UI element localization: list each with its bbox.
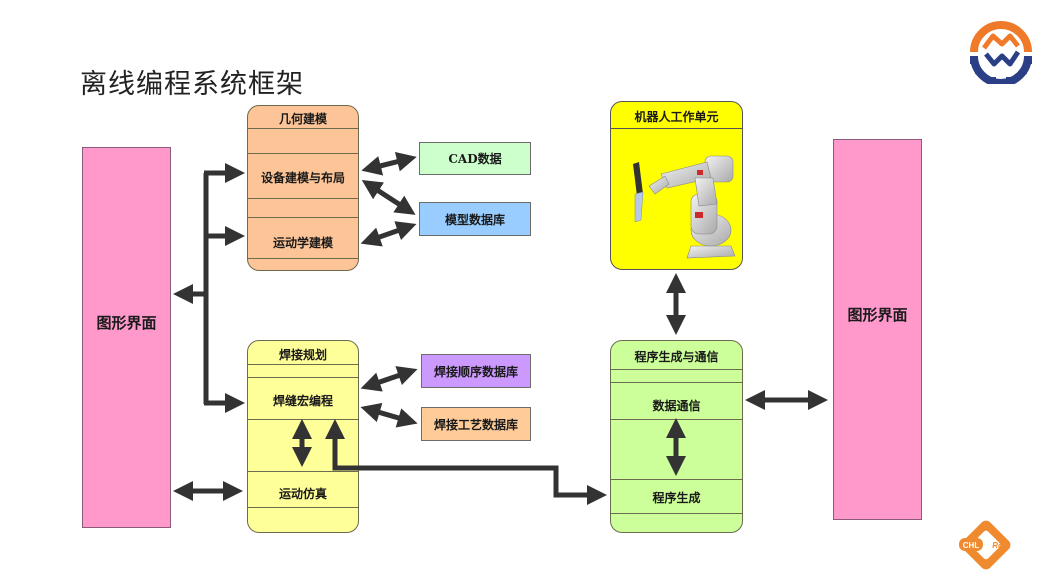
gui-right-label: 图形界面 — [847, 306, 908, 324]
program-header: 程序生成与通信 — [634, 350, 719, 364]
arrow-weld-to-program — [332, 432, 607, 505]
arrow-kinematics-model — [360, 221, 417, 247]
gui-left-box: 图形界面 — [82, 147, 171, 528]
page-title: 离线编程系统框架 — [80, 69, 304, 100]
motion-sim-item: 运动仿真 — [278, 487, 327, 501]
geometry-header: 几何建模 — [278, 112, 327, 126]
equipment-layout-item: 设备建模与布局 — [260, 171, 345, 185]
robot-cell-header: 机器人工作单元 — [634, 110, 719, 124]
weld-macro-item: 焊缝宏编程 — [272, 394, 333, 408]
arrow-equipment-model — [361, 180, 416, 215]
geometry-modeling-block: 几何建模 设备建模与布局 运动学建模 — [247, 105, 359, 271]
weld-process-database-box: 焊接工艺数据库 — [421, 407, 531, 441]
robot-cell-block: 机器人工作单元 — [610, 101, 743, 270]
logo-chl-text: CHL — [963, 541, 980, 550]
program-gen-item: 程序生成 — [652, 491, 701, 505]
welding-planning-block: 焊接规划 焊缝宏编程 运动仿真 — [247, 340, 359, 533]
gui-left-label: 图形界面 — [96, 314, 157, 332]
data-comm-item: 数据通信 — [652, 399, 701, 413]
program-gen-block: 程序生成与通信 数据通信 程序生成 — [610, 340, 743, 533]
chl-rob-logo: CHL Rob — [959, 520, 1011, 570]
arrow-equipment-cad — [361, 151, 417, 176]
logo-rob-text: Rob — [992, 541, 1008, 550]
arrow-weld-macro-seq — [360, 366, 418, 392]
company-gear-logo — [970, 21, 1032, 84]
weld-sequence-database-box: 焊接顺序数据库 — [421, 354, 531, 388]
arrow-weld-macro-proc — [360, 402, 418, 428]
model-database-box: 模型数据库 — [419, 202, 531, 236]
cad-data-box: CAD数据 — [419, 142, 531, 175]
gui-right-box: 图形界面 — [833, 139, 922, 520]
kinematics-item: 运动学建模 — [272, 236, 333, 250]
welding-robot-image — [633, 155, 736, 259]
welding-header: 焊接规划 — [278, 348, 327, 362]
